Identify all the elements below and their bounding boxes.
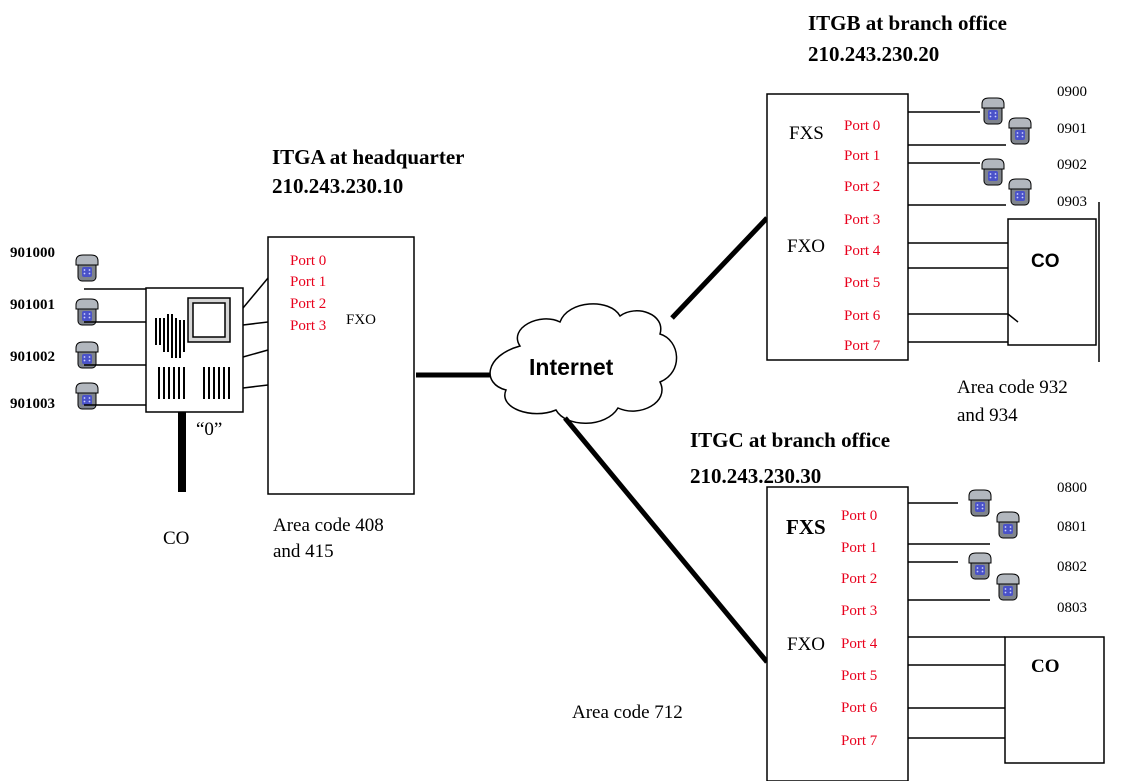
itgc-port-0: Port 0 (841, 508, 878, 524)
pbx-to-itga-lines (242, 277, 269, 389)
telephone-icon (996, 573, 1020, 601)
itgb-port-7: Port 7 (844, 338, 881, 353)
telephone-icon (75, 298, 99, 326)
itga-ip: 210.243.230.10 (272, 174, 404, 198)
itgc-fxo-label: FXO (787, 634, 826, 655)
itgc-number-0802: 0802 (1057, 559, 1087, 575)
itgb-number-0901: 0901 (1057, 121, 1087, 137)
itgc-port-7: Port 7 (841, 733, 878, 749)
itgc-gateway-box (766, 486, 909, 781)
itgc-title: ITGC at branch office (690, 428, 891, 452)
itgb-gateway-box (766, 93, 909, 361)
itgb-area-line2: and 934 (957, 405, 1018, 426)
internet-itgc-link (563, 416, 769, 664)
telephone-icon (75, 341, 99, 369)
itgb-number-0902: 0902 (1057, 157, 1087, 173)
itgc-co-box (1004, 636, 1105, 764)
itgc-number-0801: 0801 (1057, 519, 1087, 535)
extension-901003: 901003 (10, 396, 55, 412)
internet-label: Internet (529, 354, 614, 380)
itgc-port-5: Port 5 (841, 668, 878, 684)
extension-901000: 901000 (10, 245, 55, 261)
itga-port-0: Port 0 (290, 253, 327, 269)
telephone-icon (75, 254, 99, 282)
itgb-title: ITGB at branch office (808, 11, 1007, 35)
itgb-port-4: Port 4 (844, 243, 881, 259)
itgb-port-5: Port 5 (844, 275, 881, 291)
itgc-port-2: Port 2 (841, 571, 878, 587)
itga-port-2: Port 2 (290, 296, 327, 312)
itgc-port-1: Port 1 (841, 540, 878, 556)
extension-901001: 901001 (10, 297, 55, 313)
pbx-cards (155, 314, 230, 399)
pbx-zero-label: “0” (196, 419, 223, 440)
itgb-number-0903: 0903 (1057, 194, 1087, 210)
itga-pbx-group (75, 236, 415, 495)
telephone-icon (1008, 178, 1032, 206)
itgb-group (766, 93, 1100, 362)
itgc-group (766, 486, 1105, 781)
itgc-co-label: CO (1031, 656, 1060, 677)
itga-port-3: Port 3 (290, 318, 327, 334)
itgb-port-0: Port 0 (844, 118, 881, 134)
itgc-port-6: Port 6 (841, 700, 878, 716)
telephone-icon (1008, 117, 1032, 145)
itgc-port-lines (908, 502, 1005, 739)
itgc-port-4: Port 4 (841, 636, 878, 652)
itgb-port-lines (908, 111, 1008, 343)
telephone-icon (968, 552, 992, 580)
itgc-port-3: Port 3 (841, 603, 878, 619)
itgb-port-3: Port 3 (844, 212, 881, 228)
itgc-fxs-label: FXS (786, 515, 826, 539)
cloud-icon (489, 303, 678, 424)
itgc-number-0803: 0803 (1057, 600, 1087, 616)
itgc-ip: 210.243.230.30 (690, 464, 822, 488)
itgc-number-0800: 0800 (1057, 480, 1087, 496)
itgb-co-box (1007, 218, 1097, 346)
itgb-ip: 210.243.230.20 (808, 42, 940, 66)
itga-port-1: Port 1 (290, 274, 327, 290)
itga-gateway-box (267, 236, 415, 495)
telephone-icon (968, 489, 992, 517)
itga-area-line1: Area code 408 (273, 515, 384, 536)
extension-lines (84, 288, 146, 406)
itgb-port-1: Port 1 (844, 148, 881, 164)
itgb-co-label: CO (1031, 251, 1060, 272)
extension-901002: 901002 (10, 349, 55, 365)
itgb-number-0900: 0900 (1057, 84, 1087, 100)
itga-title: ITGA at headquarter (272, 145, 465, 169)
telephone-icon (996, 511, 1020, 539)
pbx-co-label: CO (163, 528, 190, 549)
itgb-port-6: Port 6 (844, 308, 881, 324)
itgb-port-2: Port 2 (844, 179, 881, 195)
itga-area-line2: and 415 (273, 541, 334, 562)
telephone-icon (981, 158, 1005, 186)
itgb-fxo-label: FXO (787, 236, 826, 257)
itgb-fxs-label: FXS (789, 123, 824, 144)
internet-itgb-link (670, 216, 769, 320)
itga-fxo-label: FXO (346, 312, 377, 328)
itgc-area-label: Area code 712 (572, 702, 683, 723)
itgb-area-line1: Area code 932 (957, 377, 1068, 398)
telephone-icon (981, 97, 1005, 125)
